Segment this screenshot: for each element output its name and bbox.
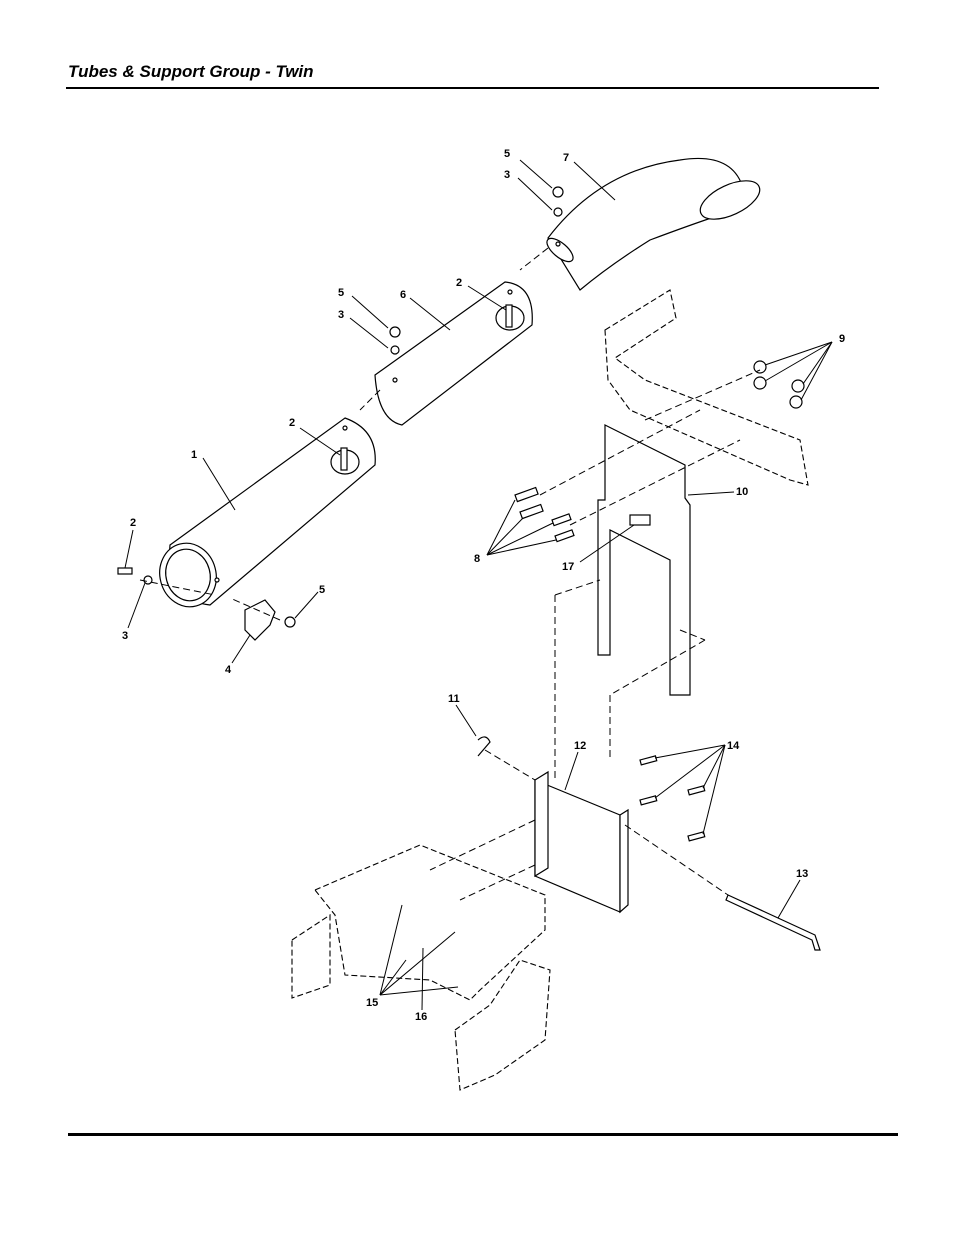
- callout-9: 9: [839, 333, 845, 345]
- frame-bracket-upper: [604, 289, 809, 486]
- callout-5-top: 5: [504, 148, 510, 160]
- page-title: Tubes & Support Group - Twin: [68, 62, 314, 81]
- tube-elbow-part-7: [546, 157, 761, 291]
- footer-rule: [68, 1133, 898, 1136]
- rod-part-13: [725, 894, 821, 951]
- callout-14: 14: [727, 740, 740, 752]
- callout-4: 4: [225, 664, 232, 676]
- support-bracket-part-10: [597, 424, 691, 696]
- callout-3-left: 3: [122, 630, 128, 642]
- callout-8: 8: [474, 553, 480, 565]
- callout-15: 15: [366, 997, 378, 1009]
- callout-10: 10: [736, 486, 748, 498]
- callout-1: 1: [191, 449, 197, 461]
- tube-lower-part-1: [159, 417, 376, 608]
- callout-2-left: 2: [130, 517, 136, 529]
- chassis-frame-lower: [291, 844, 551, 1091]
- callout-5-mid: 5: [338, 287, 344, 299]
- callout-2-mid: 2: [456, 277, 462, 289]
- tube-middle-part-6: [374, 281, 533, 426]
- mounting-plate-part-12: [534, 770, 629, 914]
- callout-6: 6: [400, 289, 406, 301]
- callout-7: 7: [563, 152, 569, 164]
- assembly-lines: [139, 247, 761, 901]
- leader-lines: [124, 159, 833, 1011]
- header-rule: [66, 87, 879, 89]
- callout-3-top: 3: [504, 169, 510, 181]
- callout-labels: 5 3 7 5 3 6 2 2 1 2 3 4 5 9 10 8 17 11 1…: [122, 148, 845, 1023]
- callout-11: 11: [448, 693, 460, 705]
- callout-17: 17: [562, 561, 574, 573]
- callout-5-lower: 5: [319, 584, 325, 596]
- callout-13: 13: [796, 868, 808, 880]
- callout-3-mid: 3: [338, 309, 344, 321]
- callout-12: 12: [574, 740, 586, 752]
- callout-16: 16: [415, 1011, 427, 1023]
- callout-2-lower: 2: [289, 417, 295, 429]
